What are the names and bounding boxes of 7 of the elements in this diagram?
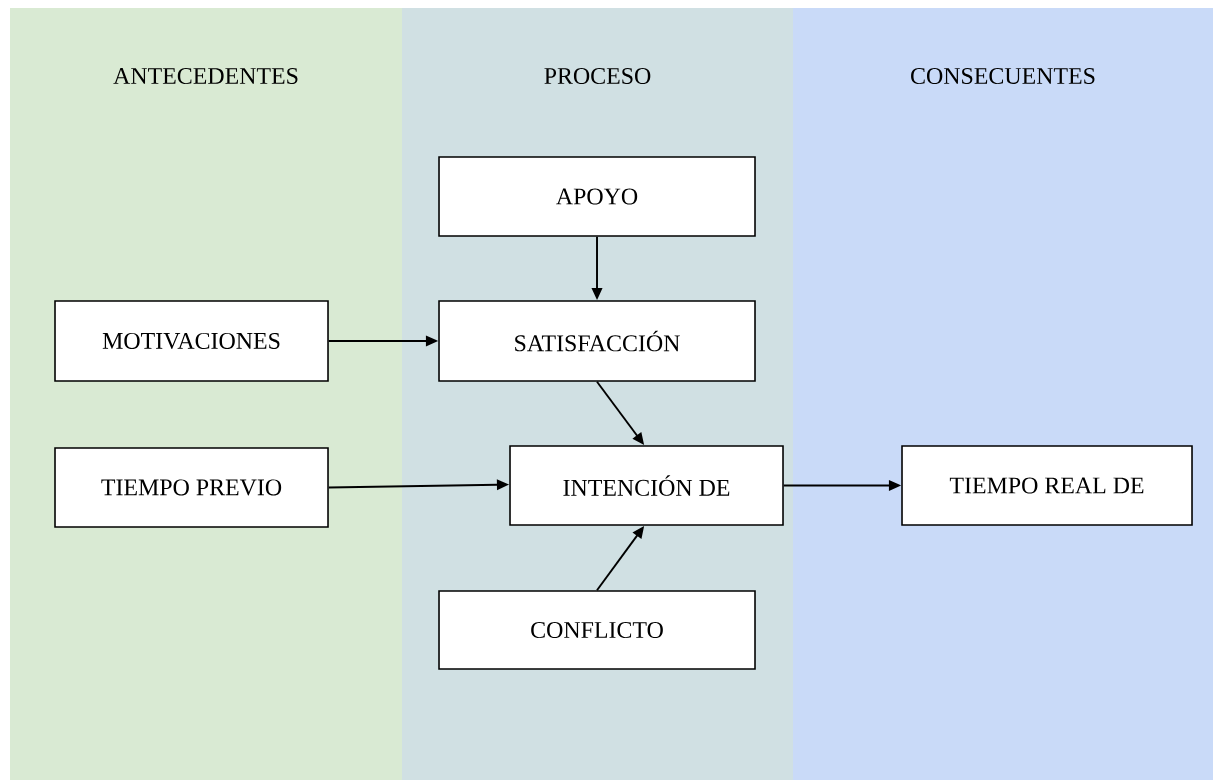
- process-box: APOYO: [438, 156, 756, 237]
- process-box: MOTIVACIONES: [54, 300, 329, 382]
- process-box: INTENCIÓN DE: [509, 445, 784, 526]
- process-box: TIEMPO PREVIO: [54, 447, 329, 528]
- process-box: CONFLICTO: [438, 590, 756, 670]
- process-box: SATISFACCIÓN: [438, 300, 756, 382]
- process-box: TIEMPO REAL DE: [901, 445, 1193, 526]
